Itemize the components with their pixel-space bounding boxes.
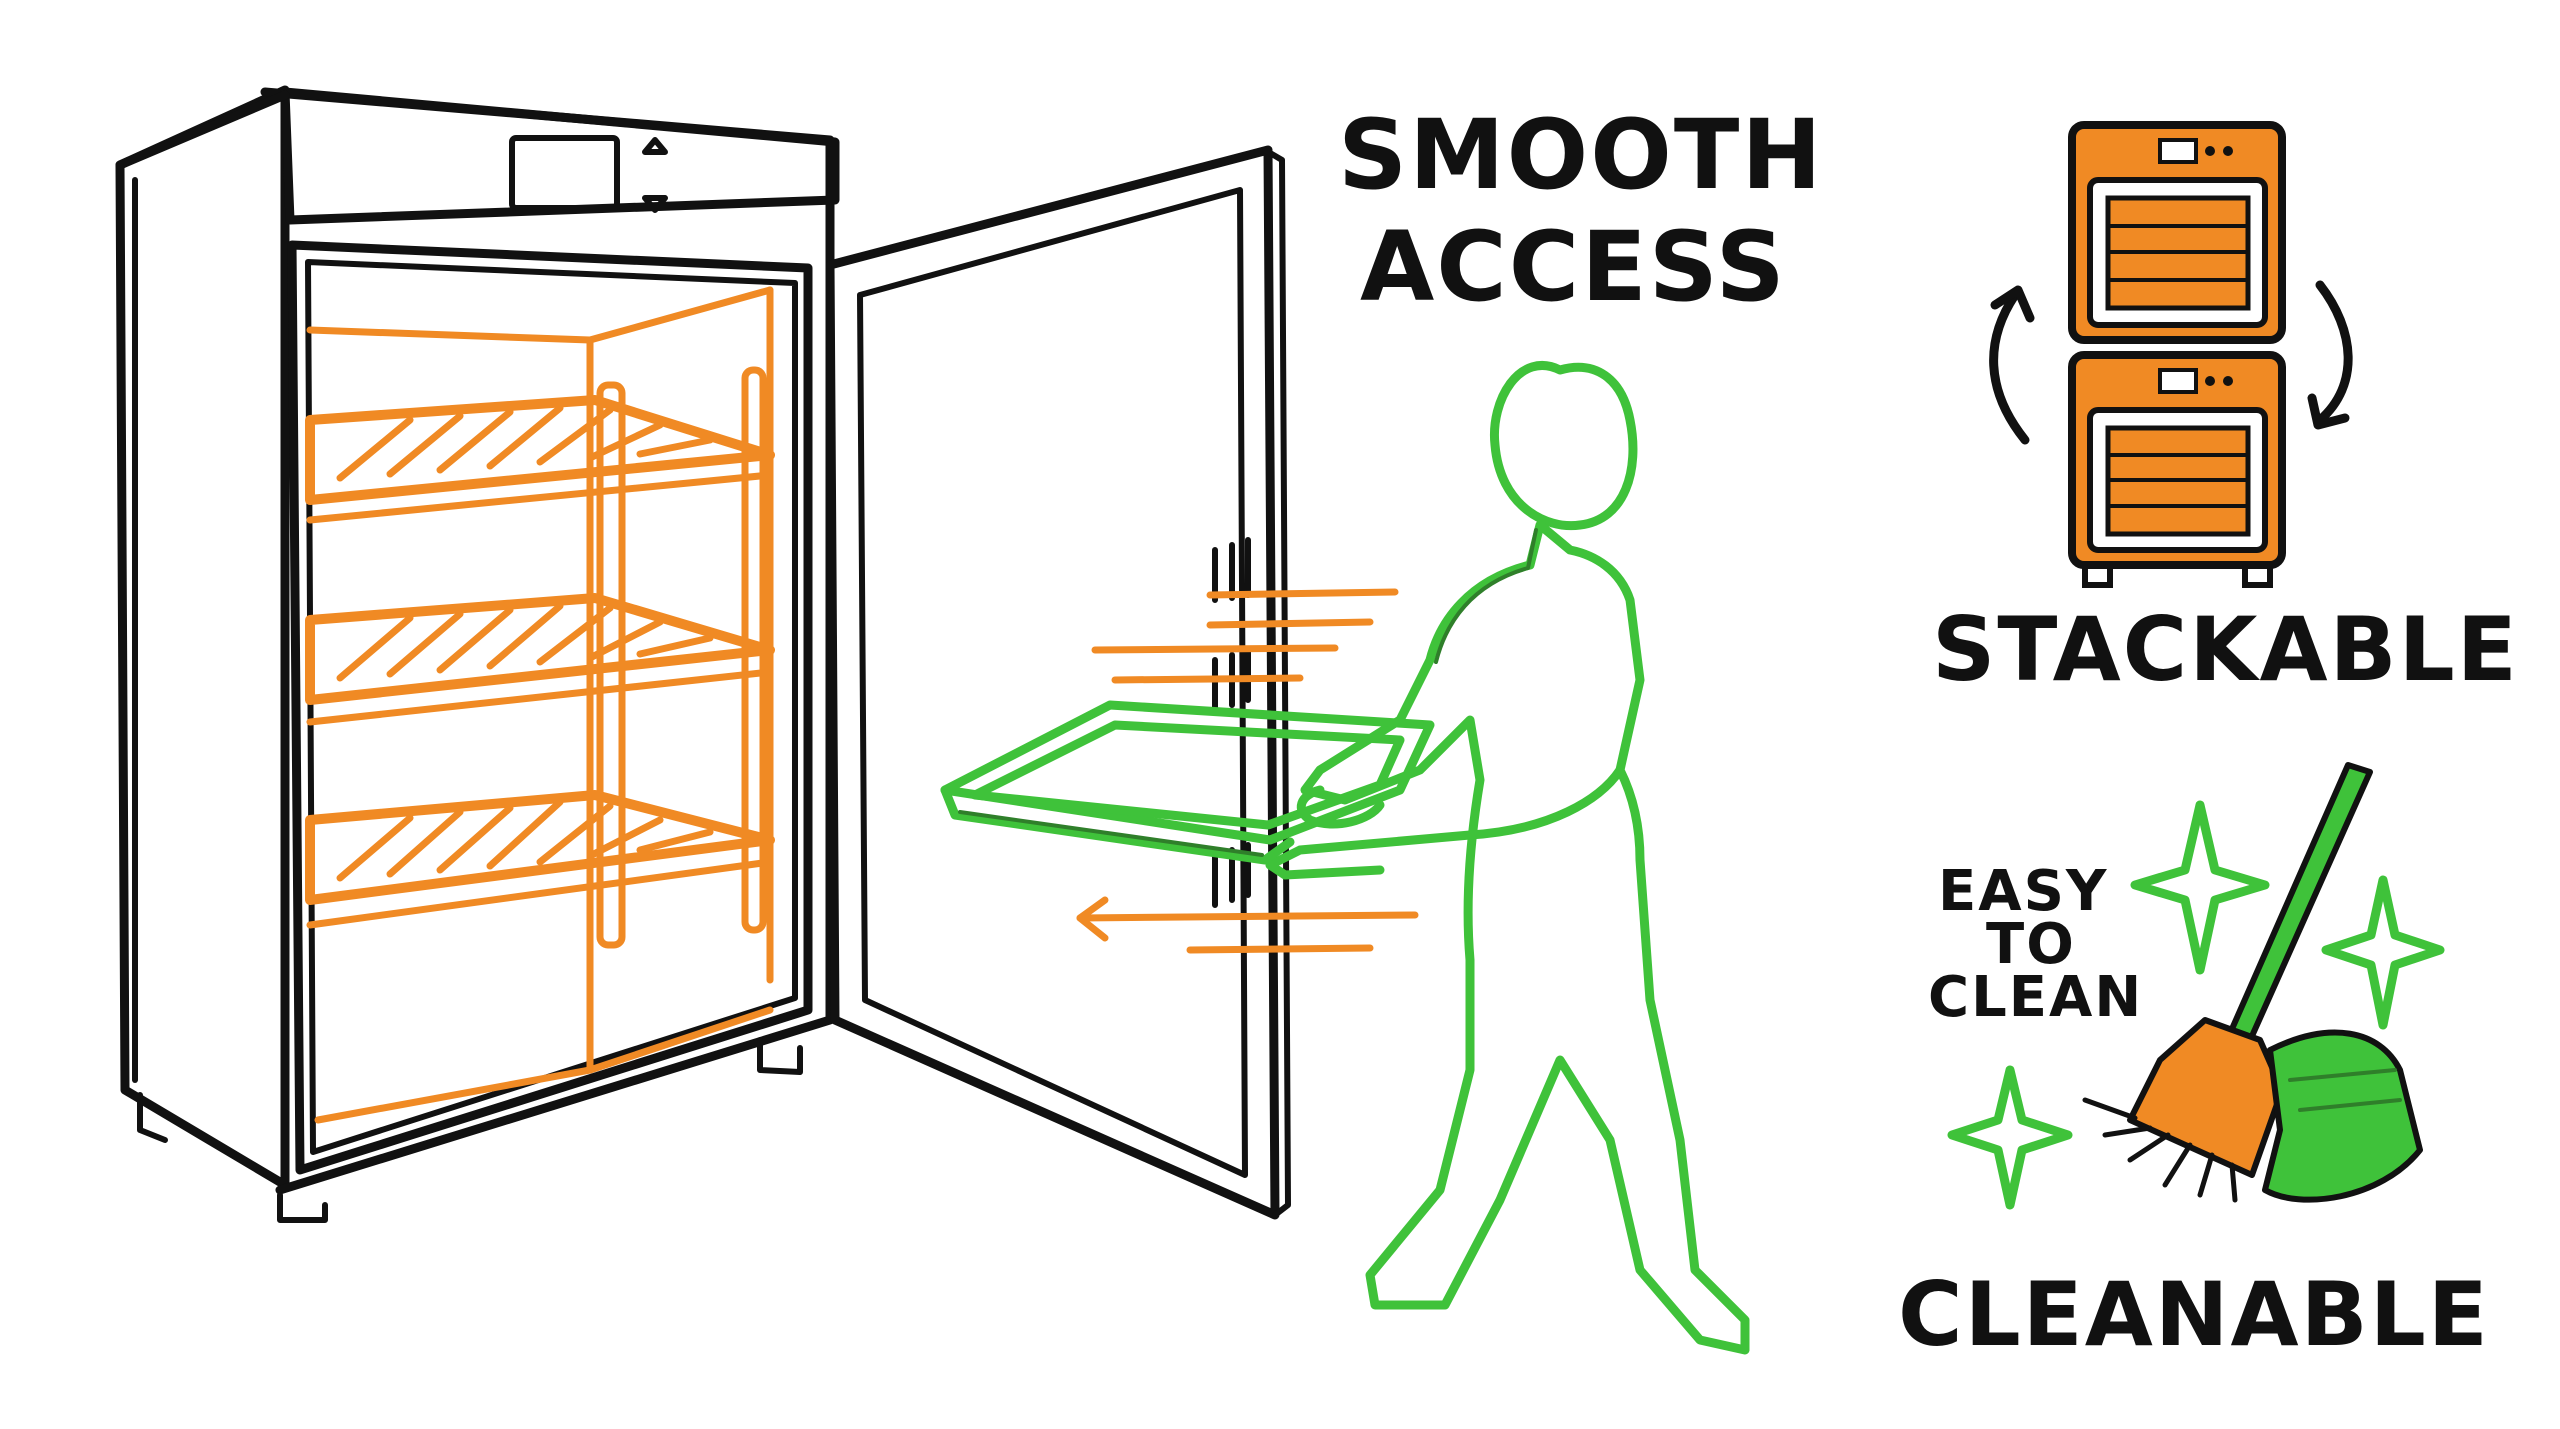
smooth-access-label-line1: SMOOTH bbox=[1338, 99, 1824, 211]
cleaning-scene bbox=[1947, 762, 2445, 1210]
cabinet-icon bbox=[115, 85, 1419, 1223]
broom-icon bbox=[2082, 762, 2423, 1203]
easy-to-clean-line2: TO bbox=[1986, 912, 2076, 977]
sparkle-icon bbox=[1947, 1065, 2073, 1210]
smooth-access-label-line2: ACCESS bbox=[1360, 211, 1787, 323]
sparkle-icon bbox=[2130, 800, 2270, 975]
easy-to-clean-line1: EASY bbox=[1938, 859, 2108, 924]
cleanable-label: CLEANABLE bbox=[1898, 1263, 2490, 1366]
motion-lines bbox=[1076, 588, 1419, 954]
cabinet-door bbox=[825, 145, 1291, 1220]
easy-to-clean-line3: CLEAN bbox=[1928, 965, 2143, 1030]
sparkle-icon bbox=[2321, 875, 2445, 1030]
stackable-label: STACKABLE bbox=[1932, 598, 2519, 701]
person-carrying-tray-icon bbox=[940, 360, 1750, 1355]
cabinet-interior bbox=[305, 286, 775, 1124]
stacked-units-icon bbox=[1989, 121, 2353, 588]
